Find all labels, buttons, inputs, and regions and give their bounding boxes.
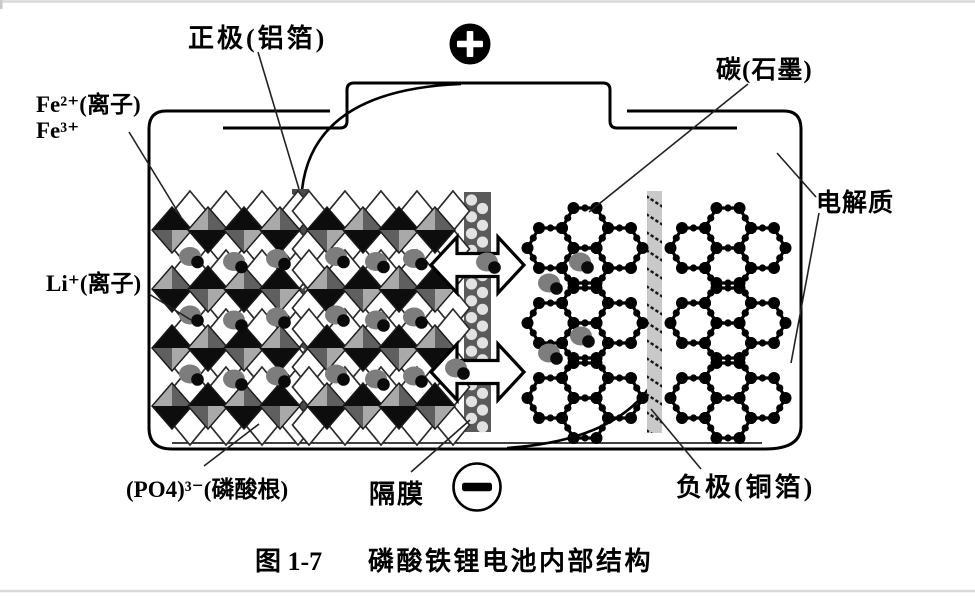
label-electrolyte: 电解质 xyxy=(816,189,894,217)
figure-caption: 图 1-7 磷酸铁锂电池内部结构 xyxy=(255,546,653,576)
figure-caption-number: 图 1-7 xyxy=(255,547,322,576)
cathode-crystal-left xyxy=(151,189,316,447)
label-phosphate: (PO4)³⁻(磷酸根) xyxy=(126,477,288,502)
leader-separator xyxy=(410,419,471,473)
page-top-left-tick xyxy=(0,0,3,9)
battery-casing-outline xyxy=(147,109,803,451)
terminal-tab-outline xyxy=(223,81,737,130)
label-negative-electrode: 负极(铜箔) xyxy=(676,472,815,502)
copper-foil-bar xyxy=(647,191,662,433)
leader-electrolyte-lower xyxy=(790,212,820,364)
label-lithium-ion: Li⁺(离子) xyxy=(46,270,141,296)
leader-lines xyxy=(128,51,820,473)
cathode-crystal-right xyxy=(291,189,471,447)
leader-phosphate xyxy=(203,423,260,467)
label-iron-ion-line2: Fe³⁺ xyxy=(36,118,79,143)
leader-iron-ion xyxy=(128,131,182,218)
leader-electrolyte-upper xyxy=(776,152,817,198)
graphite-intercalated-ions xyxy=(538,252,595,365)
leader-positive-electrode xyxy=(257,51,300,190)
negative-terminal-icon xyxy=(452,462,502,512)
label-positive-electrode: 正极(铝箔) xyxy=(188,23,327,53)
leader-negative-electrode xyxy=(650,408,702,470)
label-separator: 隔膜 xyxy=(369,480,425,509)
label-carbon: 碳(石墨) xyxy=(716,56,813,84)
leader-carbon xyxy=(588,83,749,213)
copper-foil-stripes xyxy=(647,195,662,433)
graphite-cluster-column-right xyxy=(662,200,794,446)
leader-lithium-ion xyxy=(148,293,192,321)
positive-terminal-icon xyxy=(449,23,491,65)
positive-lead-arc xyxy=(300,82,462,191)
figure-caption-title: 磷酸铁锂电池内部结构 xyxy=(368,546,653,576)
label-iron-ion-line1: Fe²⁺(离子) xyxy=(36,91,141,117)
shuttling-ion-pairs xyxy=(445,252,501,380)
